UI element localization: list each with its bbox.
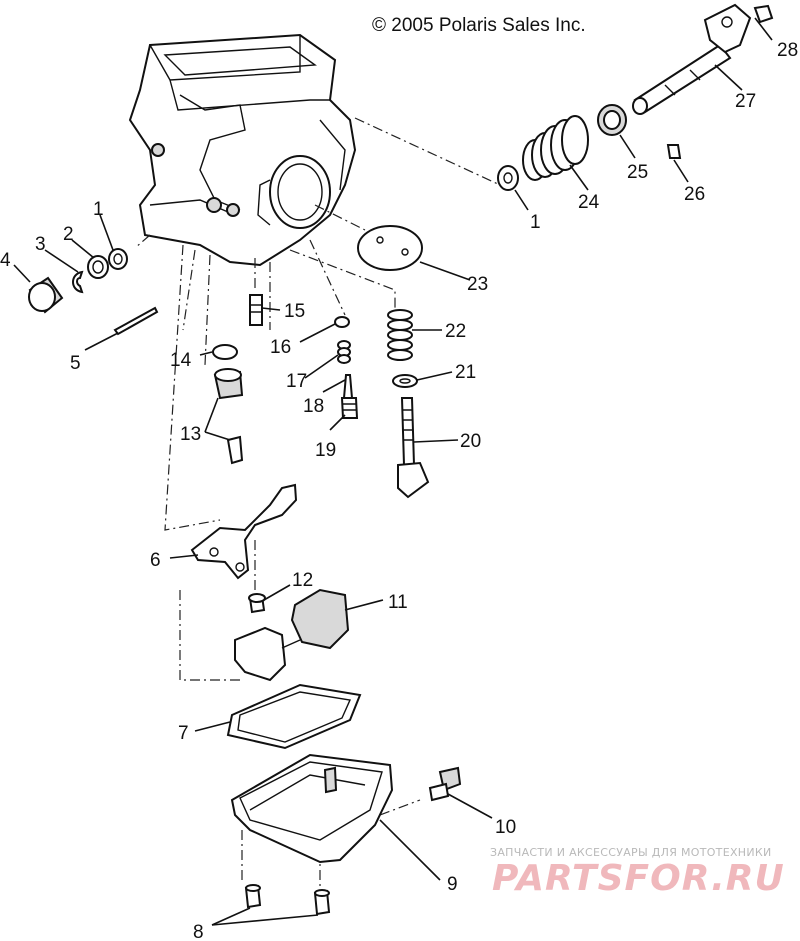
callout-16: 16	[270, 337, 291, 358]
callout-22: 22	[445, 321, 466, 342]
part-pin-5	[113, 306, 159, 336]
callout-18: 18	[303, 396, 324, 417]
callout-23: 23	[467, 274, 488, 295]
callout-5: 5	[70, 353, 81, 374]
callout-14: 14	[170, 350, 192, 371]
part-float-11	[234, 588, 350, 682]
callout-21: 21	[455, 362, 476, 383]
part-bracket-6	[190, 483, 298, 580]
callout-25: 25	[627, 162, 648, 183]
callout-12: 12	[292, 570, 313, 591]
callout-13: 13	[180, 424, 201, 445]
copyright-notice: © 2005 Polaris Sales Inc.	[372, 15, 586, 36]
callout-labels: 1 2 3 4 5 14 13 15 16 17 18 19 22 21 20 …	[0, 40, 798, 941]
part-jet-13	[213, 368, 244, 465]
part-float-bowl-9	[230, 753, 394, 864]
part-screw-20	[397, 397, 430, 499]
part-shaft-27	[632, 3, 752, 115]
part-plug-10	[428, 766, 462, 802]
callout-6: 6	[150, 550, 161, 571]
part-screws-8	[244, 884, 331, 916]
part-screw-19	[340, 397, 359, 419]
part-gasket-7	[226, 683, 362, 750]
callout-3: 3	[35, 234, 46, 255]
callout-28: 28	[777, 40, 798, 61]
part-spring-24	[522, 115, 589, 181]
part-screw-28	[753, 4, 774, 24]
callout-2: 2	[63, 224, 74, 245]
callout-9: 9	[447, 874, 458, 895]
callout-19: 19	[315, 440, 336, 461]
part-oring-14	[212, 344, 238, 360]
carburetor-body	[128, 33, 357, 267]
part-spring-17	[337, 340, 351, 364]
part-clip-3	[72, 270, 84, 294]
callout-11: 11	[388, 592, 408, 613]
watermark-tagline: ЗАПЧАСТИ И АКСЕССУАРЫ ДЛЯ МОТОТЕХНИКИ	[490, 846, 772, 859]
part-cap-4	[28, 276, 64, 314]
part-needle-18	[342, 374, 354, 399]
callout-8: 8	[193, 922, 204, 941]
part-screw-26	[666, 144, 682, 159]
callout-7: 7	[178, 723, 189, 744]
part-ring-16	[334, 316, 350, 328]
callout-20: 20	[460, 431, 481, 452]
callout-27: 27	[735, 91, 756, 112]
part-plate-23	[357, 225, 423, 271]
callout-1-right: 1	[530, 212, 541, 233]
callout-15: 15	[284, 301, 305, 322]
part-spring-22	[387, 309, 413, 361]
part-washer-2	[87, 255, 109, 279]
part-jet-15	[249, 294, 263, 326]
callout-17: 17	[286, 371, 307, 392]
watermark-logo: PARTSFOR.RU	[492, 858, 785, 899]
callout-1-left: 1	[93, 199, 104, 220]
callout-24: 24	[578, 192, 600, 213]
part-oring-1-right	[497, 165, 519, 191]
part-bushing-25	[597, 104, 627, 136]
leader-lines	[13, 17, 773, 926]
callout-4: 4	[0, 250, 11, 271]
part-washer-21	[392, 374, 418, 388]
part-screw-12	[248, 593, 266, 614]
part-oring-1-left	[108, 248, 128, 270]
callout-26: 26	[684, 184, 705, 205]
callout-10: 10	[495, 817, 516, 838]
